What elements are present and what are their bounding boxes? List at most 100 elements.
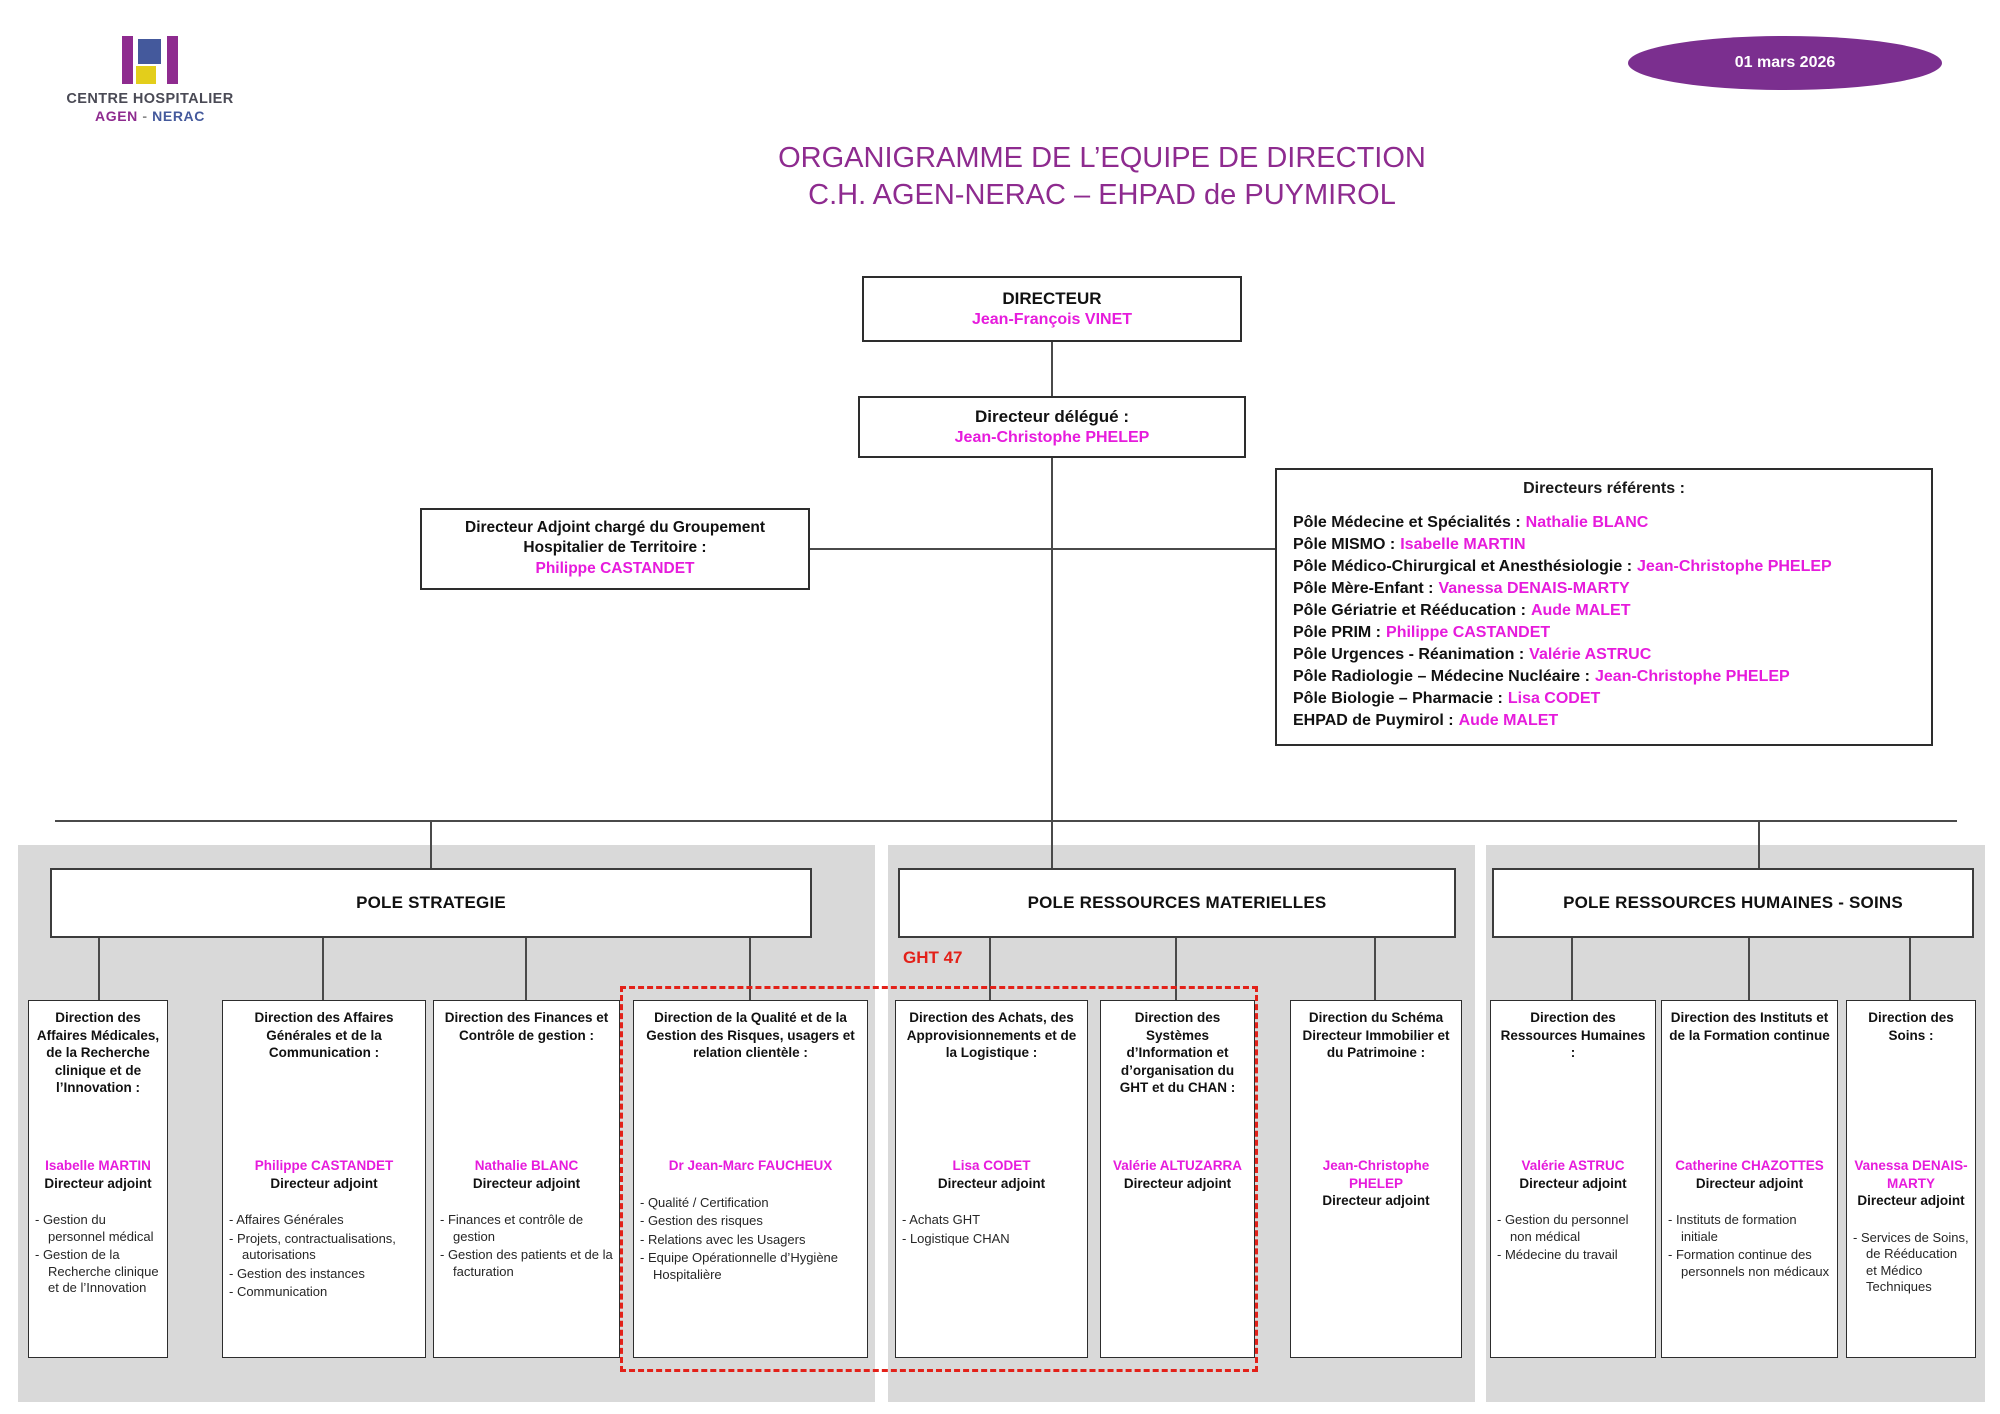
directeur-box: DIRECTEUR Jean-François VINET [862,276,1242,342]
mission-item: - Services de Soins, de Rééducation et M… [1853,1229,1969,1295]
page-title-line1: ORGANIGRAMME DE L’EQUIPE DE DIRECTION [778,142,1426,174]
logo-hospital-name: CENTRE HOSPITALIER [66,91,234,107]
direction-missions: - Gestion du personnel non médical - Méd… [1497,1212,1649,1266]
direction-missions: - Gestion du personnel médical - Gestion… [35,1212,161,1299]
referent-item: EHPAD de Puymirol :Aude MALET [1293,710,1915,732]
drop-box-10 [1909,938,1911,1000]
pole-header-rh: POLE RESSOURCES HUMAINES - SOINS [1492,868,1974,938]
hospital-logo-icon [119,36,181,84]
drop-box-4 [749,938,751,1000]
referent-item: Pôle Gériatrie et Rééducation :Aude MALE… [1293,600,1915,622]
referent-name: Jean-Christophe PHELEP [1637,558,1832,575]
referent-name: Nathalie BLANC [1525,514,1649,531]
delegue-name: Jean-Christophe PHELEP [954,429,1150,446]
referent-item: Pôle MISMO :Isabelle MARTIN [1293,534,1915,556]
page-title-line2: C.H. AGEN-NERAC – EHPAD de PUYMIROL [808,179,1396,211]
direction-box-instituts-formation: Direction des Instituts et de la Formati… [1661,1000,1838,1358]
referent-name: Aude MALET [1530,602,1631,619]
direction-name: Jean-Christophe PHELEP [1322,1158,1430,1191]
ght47-label: GHT 47 [903,948,963,967]
mission-item: - Relations avec les Usagers [640,1231,806,1247]
logo-city-nerac: NERAC [152,108,205,124]
mission-item: - Logistique CHAN [902,1230,1010,1246]
direction-title: Direction des Instituts et de la Formati… [1669,1010,1830,1043]
referent-name: Vanessa DENAIS-MARTY [1438,580,1630,597]
direction-role: Directeur adjoint [1123,1175,1232,1191]
mission-item: - Formation continue des personnels non … [1668,1247,1830,1279]
drop-box-7 [1374,938,1376,1000]
direction-box-affaires-medicales: Direction des Affaires Médicales, de la … [28,1000,168,1358]
direction-title: Direction des Finances et Contrôle de ge… [444,1010,609,1043]
directeur-name: Jean-François VINET [971,311,1133,328]
mission-item: - Gestion des instances [229,1265,365,1281]
referent-label: Pôle Gériatrie et Rééducation : [1293,602,1526,619]
direction-name: Dr Jean-Marc FAUCHEUX [668,1158,833,1173]
referent-name: Aude MALET [1458,712,1559,729]
referent-item: Pôle Radiologie – Médecine Nucléaire :Je… [1293,666,1915,688]
direction-role: Directeur adjoint [270,1175,378,1191]
direction-name: Vanessa DENAIS-MARTY [1854,1158,1968,1191]
mission-item: - Médecine du travail [1497,1247,1618,1262]
referent-name: Isabelle MARTIN [1400,536,1526,553]
referent-item: Pôle PRIM :Philippe CASTANDET [1293,622,1915,644]
direction-role: Directeur adjoint [937,1175,1046,1191]
direction-role: Directeur adjoint [472,1175,581,1191]
connector-ght-referents [810,548,1275,550]
ght-adjoint-box: Directeur Adjoint chargé du Groupement H… [420,508,810,590]
ght-adjoint-name: Philippe CASTANDET [535,560,695,577]
logo-city-agen: AGEN [95,108,138,124]
pole-header-materielles: POLE RESSOURCES MATERIELLES [898,868,1456,938]
mission-item: - Affaires Générales [229,1212,344,1227]
mission-item: - Communication [229,1284,328,1299]
connector-directeur-delegue [1051,342,1053,396]
logo-bar-right [167,36,178,84]
direction-box-affaires-generales: Direction des Affaires Générales et de l… [222,1000,426,1358]
referent-name: Lisa CODET [1507,690,1601,707]
direction-name: Lisa CODET [952,1158,1031,1173]
drop-pole-rh [1758,822,1760,868]
mission-item: - Qualité / Certification [640,1194,769,1210]
mission-item: - Gestion du personnel non médical [1497,1212,1629,1244]
direction-name: Isabelle MARTIN [45,1158,151,1173]
referents-title: Directeurs référents : [1523,480,1685,497]
referent-label: Pôle Médecine et Spécialités : [1293,514,1521,531]
drop-box-8 [1571,938,1573,1000]
logo-city-separator: - [142,108,148,124]
referent-item: Pôle Médecine et Spécialités :Nathalie B… [1293,512,1915,534]
referent-label: Pôle Radiologie – Médecine Nucléaire : [1293,668,1590,685]
referent-name: Valérie ASTRUC [1529,646,1652,663]
direction-box-finances: Direction des Finances et Contrôle de ge… [433,1000,620,1358]
direction-missions: - Achats GHT - Logistique CHAN [902,1212,1081,1249]
drop-pole-materielles [1051,822,1053,868]
direction-title: Direction des Ressources Humaines : [1500,1010,1646,1060]
referent-item: Pôle Médico-Chirurgical et Anesthésiolog… [1293,556,1915,578]
logo-cities: AGEN - NERAC [58,108,242,124]
hospital-logo: CENTRE HOSPITALIER AGEN - NERAC [58,36,242,124]
direction-missions: - Instituts de formation initiale - Form… [1668,1212,1831,1282]
direction-name: Nathalie BLANC [474,1158,579,1173]
direction-box-qualite: Direction de la Qualité et de la Gestion… [633,1000,868,1358]
direction-missions: - Services de Soins, de Rééducation et M… [1853,1230,1969,1298]
direction-box-achats: Direction des Achats, des Approvisionnem… [895,1000,1088,1358]
referent-item: Pôle Mère-Enfant :Vanessa DENAIS-MARTY [1293,578,1915,600]
direction-role: Directeur adjoint [1322,1193,1430,1208]
direction-title: Direction des Achats, des Approvisionnem… [906,1010,1077,1060]
drop-box-6 [1175,938,1177,1000]
direction-title: Direction des Affaires Générales et de l… [254,1010,394,1060]
referent-label: Pôle Urgences - Réanimation : [1293,646,1525,663]
ght-adjoint-title: Directeur Adjoint chargé du Groupement H… [465,519,765,556]
referent-item: Pôle Urgences - Réanimation :Valérie AST… [1293,644,1915,666]
connector-trunk [1051,458,1053,822]
direction-box-ressources-humaines: Direction des Ressources Humaines : Valé… [1490,1000,1656,1358]
direction-missions: - Qualité / Certification - Gestion des … [640,1195,861,1286]
referent-label: Pôle Mère-Enfant : [1293,580,1434,597]
direction-title: Direction des Systèmes d’Information et … [1119,1010,1236,1095]
page-title: ORGANIGRAMME DE L’EQUIPE DE DIRECTION C.… [602,140,1602,214]
drop-box-9 [1748,938,1750,1000]
referent-label: Pôle PRIM : [1293,624,1382,641]
mission-item: - Instituts de formation initiale [1668,1212,1797,1244]
direction-box-systemes-information: Direction des Systèmes d’Information et … [1100,1000,1255,1358]
mission-item: - Gestion des risques [640,1213,763,1228]
date-badge: 01 mars 2026 [1628,36,1942,90]
